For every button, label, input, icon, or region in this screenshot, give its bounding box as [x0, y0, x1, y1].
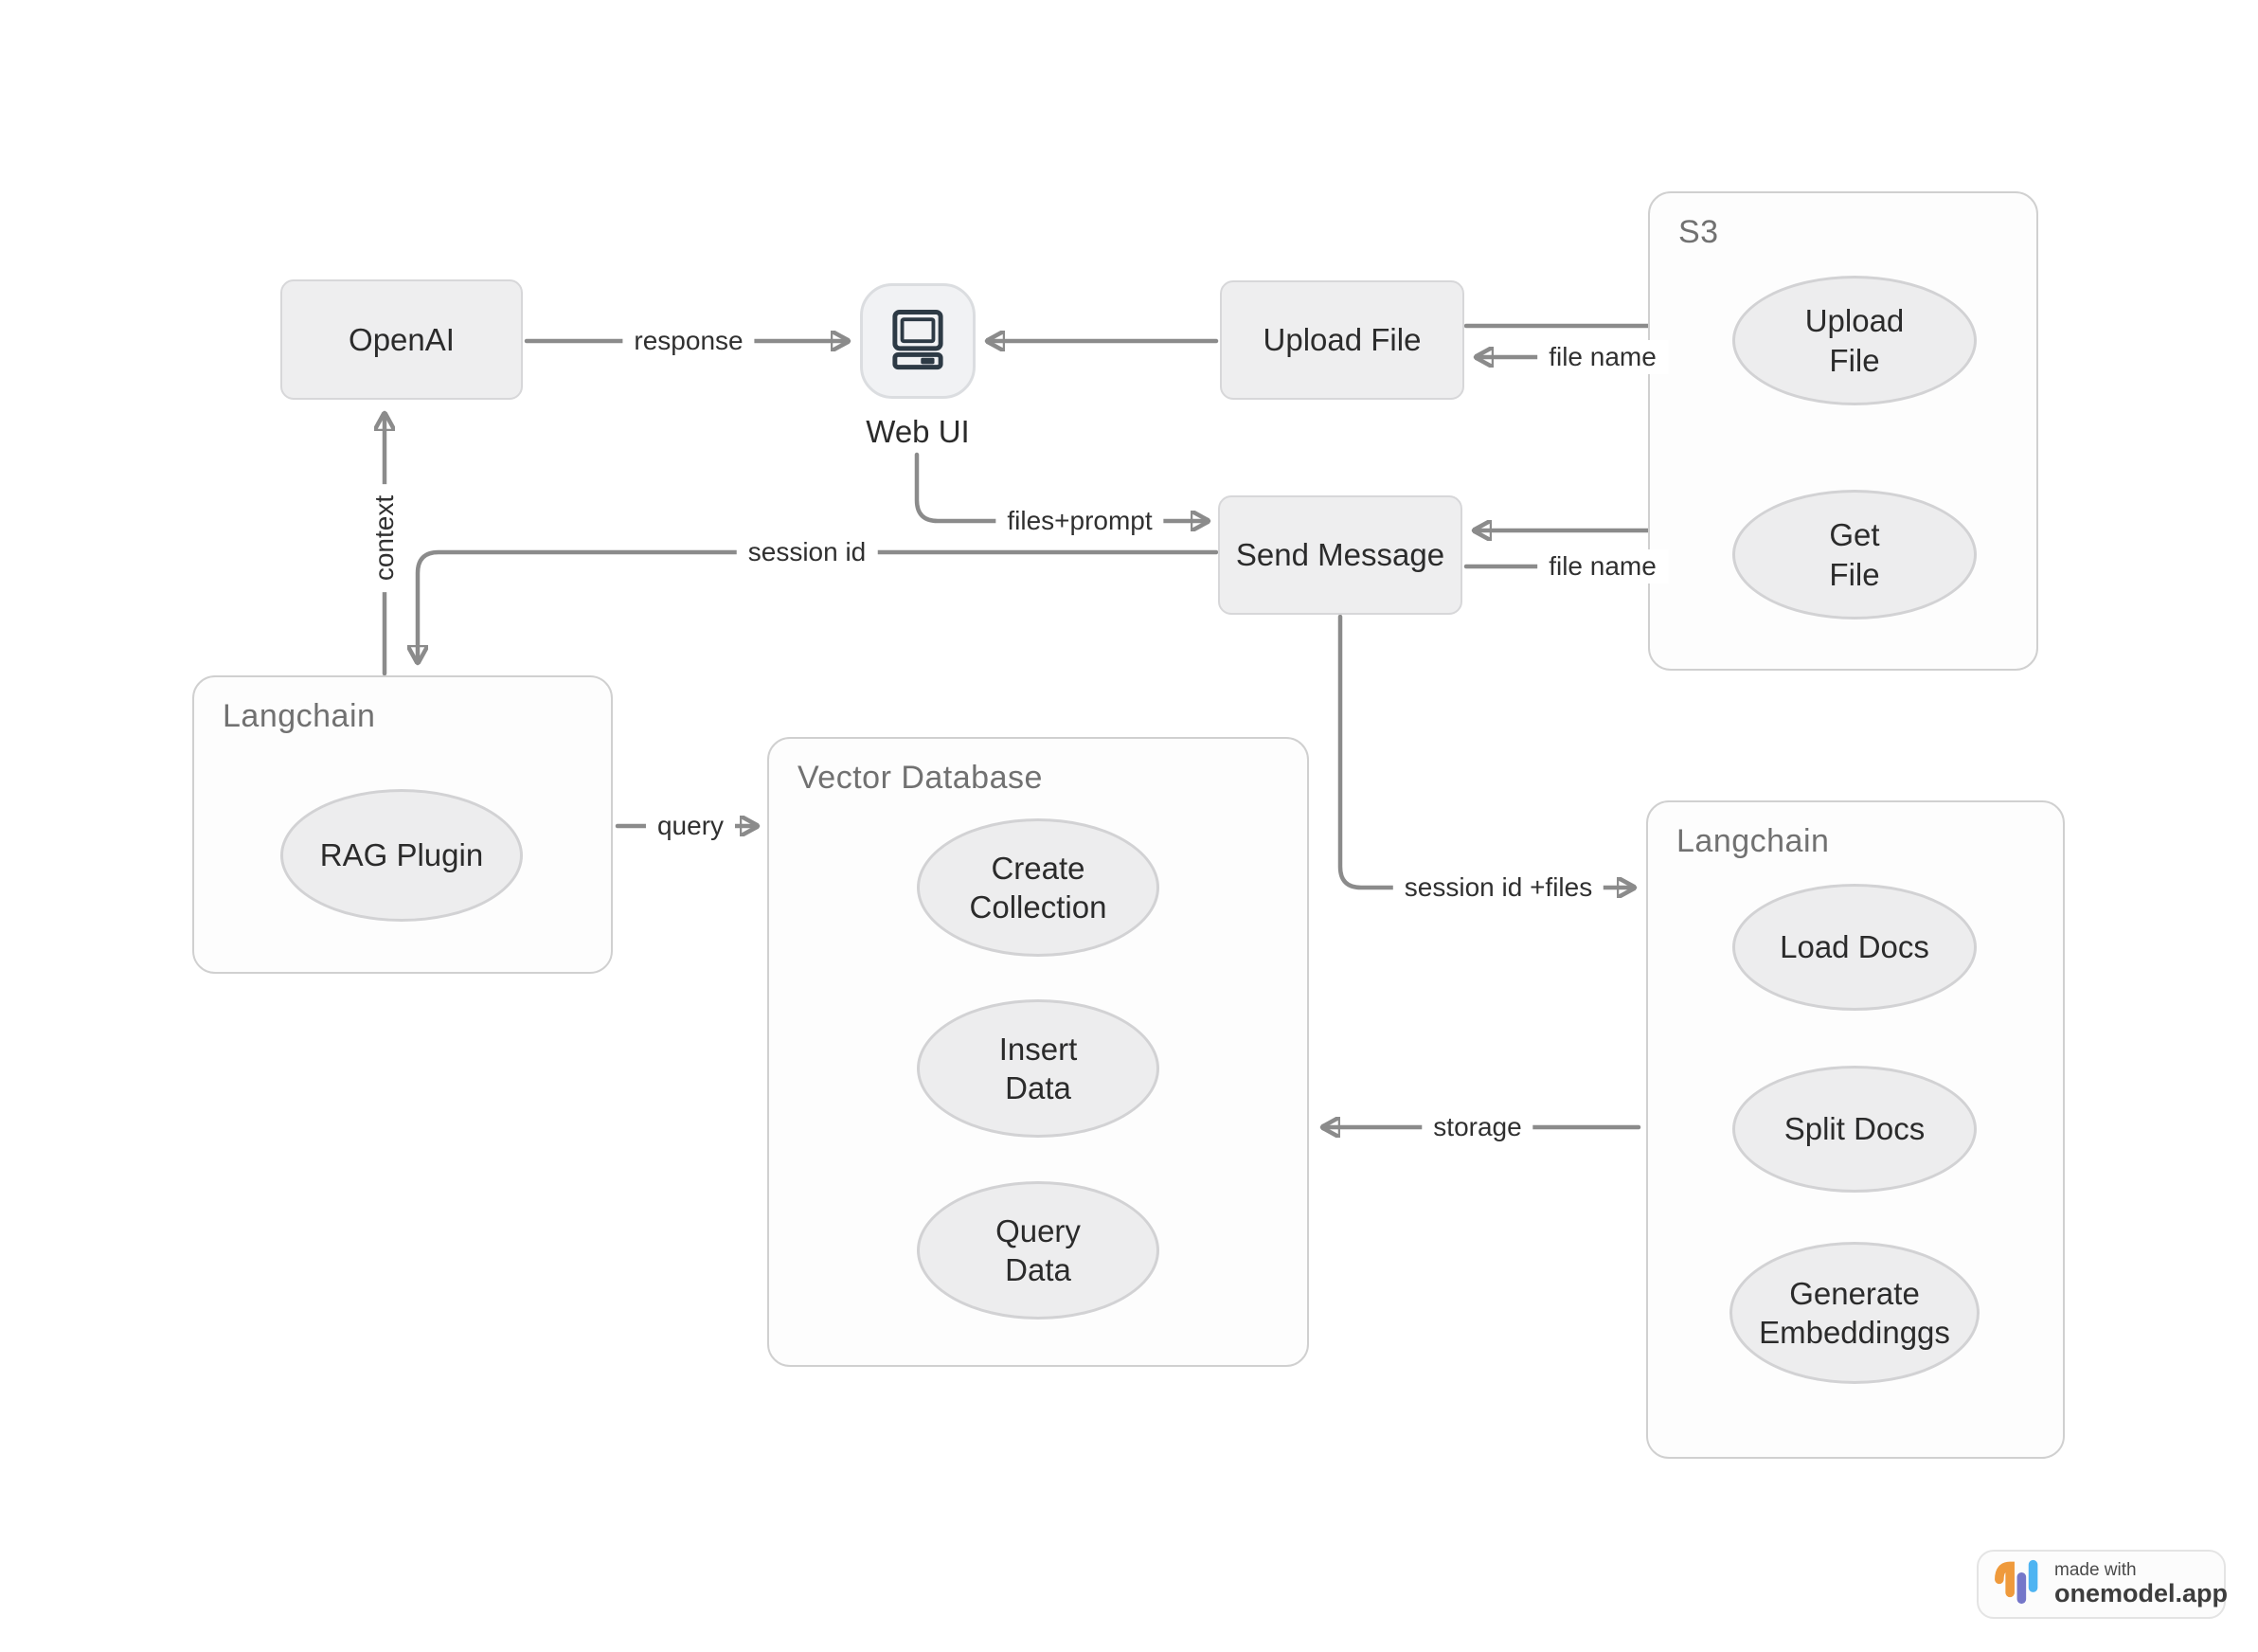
node-create-collection[interactable]: Create Collection: [917, 818, 1159, 957]
edge-label-query: query: [645, 809, 736, 843]
node-upload-file[interactable]: Upload File: [1220, 280, 1464, 400]
node-s3-upload-file[interactable]: Upload File: [1732, 276, 1977, 405]
onemodel-badge[interactable]: made with onemodel.app: [1977, 1550, 2229, 1619]
edge-label-response: response: [622, 324, 755, 358]
node-openai-label: OpenAI: [349, 321, 455, 357]
node-s3-get-file[interactable]: Get File: [1732, 490, 1977, 620]
container-langchain-right-label: Langchain: [1676, 823, 1830, 859]
node-load-docs[interactable]: Load Docs: [1732, 884, 1977, 1011]
node-openai[interactable]: OpenAI: [280, 279, 523, 400]
container-vector-database-label: Vector Database: [797, 760, 1043, 796]
badge-brand-text: onemodel.app: [2054, 1579, 2229, 1608]
edge-label-session-id-files: session id +files: [1392, 871, 1604, 905]
node-send-message-label: Send Message: [1235, 537, 1445, 572]
node-insert-data-label: Insert Data: [998, 1031, 1078, 1105]
node-upload-file-label: Upload File: [1263, 322, 1422, 357]
badge-made-with-text: made with: [2054, 1560, 2137, 1581]
edge-label-session-id: session id: [736, 535, 878, 569]
node-split-docs-label: Split Docs: [1783, 1111, 1926, 1147]
edge-label-file-name-get: file name: [1537, 549, 1668, 584]
container-s3-label: S3: [1678, 214, 1719, 250]
computer-icon: [884, 307, 952, 376]
edge-label-files-prompt: files+prompt: [995, 504, 1164, 538]
container-langchain-left-label: Langchain: [223, 698, 376, 734]
node-create-collection-label: Create Collection: [969, 850, 1107, 925]
node-rag-plugin[interactable]: RAG Plugin: [280, 789, 523, 922]
onemodel-logo-icon: [1992, 1555, 2043, 1613]
node-generate-embeddings-label: Generate Embeddinggs: [1759, 1275, 1950, 1350]
node-split-docs[interactable]: Split Docs: [1732, 1066, 1977, 1193]
node-query-data[interactable]: Query Data: [917, 1181, 1159, 1320]
node-web-ui[interactable]: [860, 283, 976, 399]
node-insert-data[interactable]: Insert Data: [917, 999, 1159, 1138]
edge-label-context: context: [367, 483, 402, 593]
node-s3-upload-file-label: Upload File: [1804, 303, 1905, 378]
node-query-data-label: Query Data: [995, 1212, 1081, 1287]
node-send-message[interactable]: Send Message: [1218, 495, 1462, 615]
edge-label-storage: storage: [1422, 1110, 1533, 1144]
node-rag-plugin-label: RAG Plugin: [319, 837, 484, 873]
node-s3-get-file-label: Get File: [1829, 517, 1880, 592]
node-generate-embeddings[interactable]: Generate Embeddinggs: [1729, 1242, 1980, 1384]
node-web-ui-label: Web UI: [866, 414, 970, 449]
node-load-docs-label: Load Docs: [1780, 929, 1929, 965]
edge-session-id-files: [1337, 614, 1638, 888]
edge-label-file-name-upload: file name: [1537, 340, 1668, 374]
